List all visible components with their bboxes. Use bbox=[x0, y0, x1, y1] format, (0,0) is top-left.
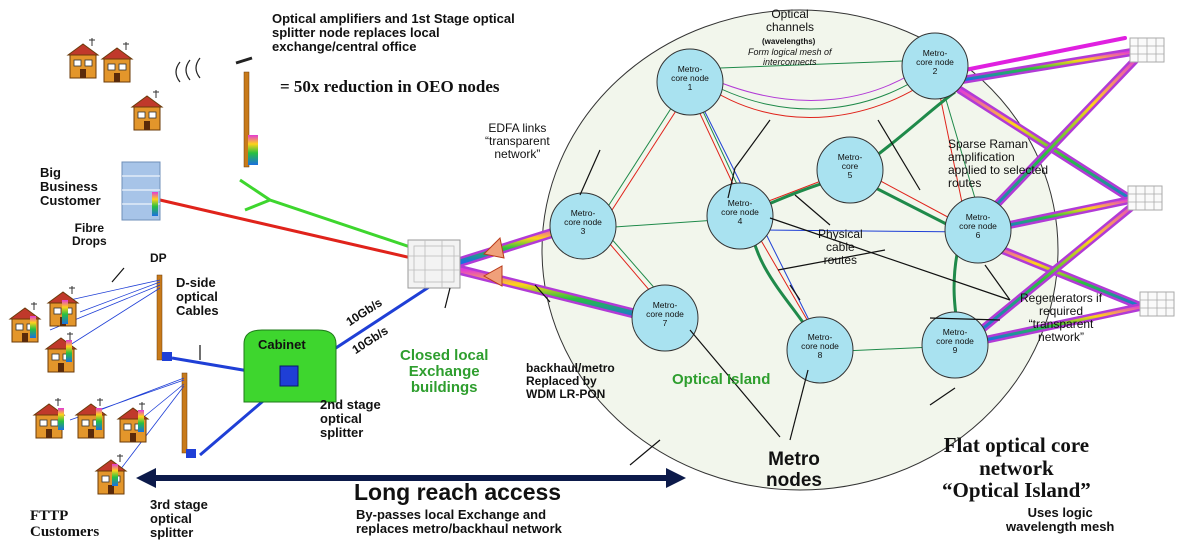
metro-core-node-7 bbox=[631, 284, 699, 352]
long-reach-arrow bbox=[136, 468, 686, 488]
amplifier-triangle-icon bbox=[482, 236, 505, 287]
physical-cable-label: Physical cable routes bbox=[818, 227, 863, 267]
backhaul-label: backhaul/metro Replaced by WDM LR-PON bbox=[526, 361, 615, 401]
regenerators-label: Regenerators if required “transparent ne… bbox=[1020, 291, 1103, 344]
exchange-building-icon bbox=[407, 239, 461, 289]
splitter-green-drop bbox=[239, 178, 456, 264]
node-label-3: Metro- core node 3 bbox=[564, 208, 602, 236]
node-label-5: Metro- core 5 bbox=[837, 152, 863, 180]
node-label-1: Metro- core node 1 bbox=[671, 64, 709, 92]
third-stage-label: 3rd stage optical splitter bbox=[150, 497, 208, 541]
edfa-links-label: EDFA links “transparent network” bbox=[485, 121, 550, 161]
long-reach-label: Long reach access bbox=[354, 479, 562, 505]
node-label-6: Metro- core node 6 bbox=[959, 212, 997, 240]
node-label-2: Metro- core node 2 bbox=[916, 48, 954, 76]
metro-core-node-5 bbox=[816, 136, 884, 204]
optical-island-label: Optical Island bbox=[672, 371, 771, 388]
wavelengths-label: (wavelengths) bbox=[762, 37, 816, 46]
metro-core-nodes bbox=[549, 32, 1012, 384]
fttp-label: FTTP Customers bbox=[30, 508, 100, 541]
metro-core-node-2 bbox=[901, 32, 969, 100]
node-label-4: Metro- core node 4 bbox=[721, 198, 759, 226]
bypasses-label: By-passes local Exchange and replaces me… bbox=[356, 507, 562, 537]
metro-core-node-8 bbox=[786, 316, 854, 384]
office-tower-icon bbox=[121, 161, 161, 221]
metro-core-node-4 bbox=[706, 182, 774, 250]
business-fibre-link bbox=[159, 198, 456, 270]
third-stage-pole bbox=[181, 372, 188, 454]
dp-label: DP bbox=[150, 251, 167, 265]
node-label-7: Metro- core node 7 bbox=[646, 300, 684, 328]
dp-splice-box bbox=[162, 352, 172, 361]
dside-label: D-side optical Cables bbox=[176, 275, 219, 319]
uses-logic-label: Uses logic wavelength mesh bbox=[1006, 505, 1115, 535]
office-building-icons bbox=[1127, 37, 1175, 317]
fibre-drops bbox=[49, 279, 185, 471]
node-label-8: Metro- core node 8 bbox=[801, 332, 839, 360]
antenna-mast-icon bbox=[235, 56, 258, 168]
logical-mesh-label: Form logical mesh of interconnects bbox=[748, 47, 832, 67]
metro-core-node-9 bbox=[921, 311, 989, 379]
metro-nodes-label: Metro nodes bbox=[766, 449, 822, 491]
node-label-9: Metro- core node 9 bbox=[936, 327, 974, 355]
optical-island-region bbox=[541, 9, 1059, 491]
metro-core-node-1 bbox=[656, 48, 724, 116]
top-heading: Optical amplifiers and 1st Stage optical… bbox=[272, 11, 515, 55]
dp-pole bbox=[156, 274, 163, 361]
second-stage-splitter-box bbox=[279, 365, 299, 387]
oeo-reduction: = 50x reduction in OEO nodes bbox=[280, 77, 500, 96]
second-stage-label: 2nd stage optical splitter bbox=[320, 397, 381, 441]
third-stage-splitter-box bbox=[186, 449, 196, 458]
customer-signal-bars bbox=[30, 300, 144, 486]
annotation-arrows bbox=[111, 119, 1011, 466]
big-business-label: Big Business Customer bbox=[40, 165, 101, 209]
wireless-signal-icon bbox=[175, 57, 201, 83]
metro-core-node-3 bbox=[549, 192, 617, 260]
fibre-drops-label: Fibre Drops bbox=[72, 221, 107, 248]
sparse-raman-label: Sparse Raman amplification applied to se… bbox=[948, 137, 1049, 190]
closed-local-label: Closed local Exchange buildings bbox=[400, 347, 489, 397]
flat-core-label: Flat optical core network “Optical Islan… bbox=[942, 433, 1091, 503]
metro-core-node-6 bbox=[944, 196, 1012, 264]
cabinet-label: Cabinet bbox=[258, 337, 306, 352]
optical-channels-label: Optical channels bbox=[766, 7, 815, 34]
